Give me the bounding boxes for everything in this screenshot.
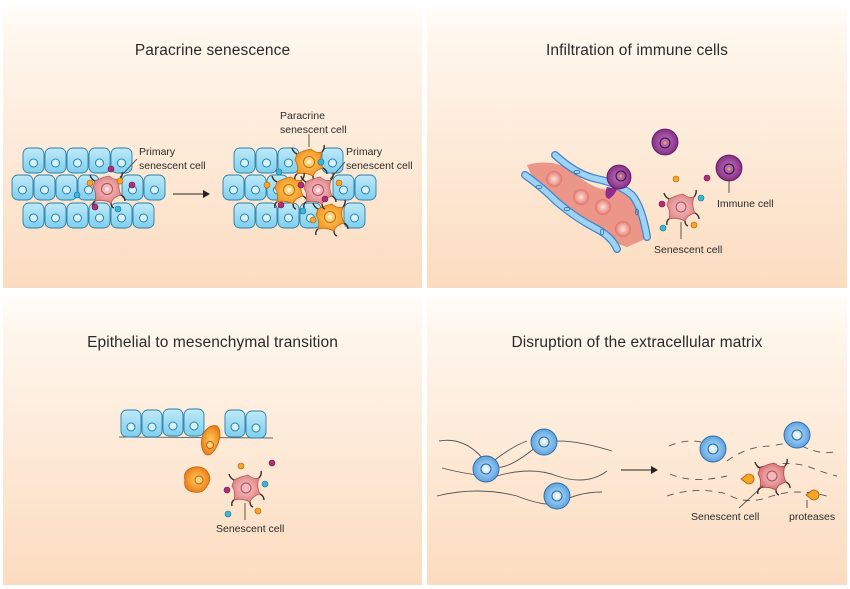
panel-title: Paracrine senescence xyxy=(134,42,291,59)
mesenchymal-cell xyxy=(184,466,211,493)
label-primary-line2: senescent cell xyxy=(346,160,413,172)
fibroblast-cell xyxy=(530,428,558,456)
label-paracrine-line2: senescent cell xyxy=(280,124,347,136)
panel-title: Epithelial to mesenchymal transition xyxy=(87,334,338,351)
paracrine-illustration: Primary senescent cell Para xyxy=(11,110,413,237)
migrating-mesenchymal-cell xyxy=(201,425,221,456)
panel-paracrine-senescence: Paracrine senescence xyxy=(3,7,422,288)
sasp-factors xyxy=(223,459,276,518)
label-primary-line2: senescent cell xyxy=(139,160,206,172)
red-blood-cell xyxy=(595,199,611,215)
epithelial-layer xyxy=(120,408,267,439)
senescent-cell xyxy=(663,189,700,227)
label-primary-line1: Primary xyxy=(346,146,383,158)
sasp-factors xyxy=(658,174,711,232)
ecm-illustration: Senescent cell proteases xyxy=(436,421,838,523)
extravasating-immune-cell xyxy=(605,164,632,199)
leader-line xyxy=(329,161,346,180)
basement-membrane xyxy=(118,436,274,439)
protease-icon xyxy=(805,489,820,501)
leader-line xyxy=(738,485,764,509)
senescent-cell xyxy=(228,470,265,508)
label-senescent-cell: Senescent cell xyxy=(691,511,759,523)
leader-line xyxy=(119,158,138,178)
senescent-cell xyxy=(754,458,791,496)
label-immune-cell: Immune cell xyxy=(717,198,774,210)
fibroblast-cell xyxy=(543,482,571,510)
emt-illustration: Senescent cell xyxy=(118,408,284,535)
label-paracrine-line1: Paracrine xyxy=(280,110,325,122)
protease-icon xyxy=(740,473,755,485)
immune-cell xyxy=(715,154,743,182)
red-blood-cell xyxy=(546,171,562,187)
panel-ecm-disruption: Disruption of the extracellular matrix xyxy=(427,296,847,585)
panel-title: Infiltration of immune cells xyxy=(546,42,728,59)
label-senescent-cell: Senescent cell xyxy=(216,523,284,535)
arrow-right-icon xyxy=(173,190,210,198)
panel-title: Disruption of the extracellular matrix xyxy=(511,334,763,351)
sasp-factors xyxy=(263,158,343,224)
blood-vessel xyxy=(521,151,651,253)
label-proteases: proteases xyxy=(789,511,835,523)
panel-emt: Epithelial to mesenchymal transition xyxy=(3,296,422,585)
fibroblast-cell xyxy=(472,455,500,483)
immune-cell xyxy=(651,128,679,156)
ecm-fibers-intact xyxy=(436,439,613,505)
fibroblast-cell xyxy=(699,435,727,463)
red-blood-cell xyxy=(573,189,589,205)
arrow-right-icon xyxy=(621,466,658,474)
sasp-factors xyxy=(73,165,136,213)
fibroblast-cell xyxy=(783,421,811,449)
panel-immune-infiltration: Infiltration of immune cells xyxy=(427,7,847,288)
immune-illustration: Immune cell Senescent cell xyxy=(521,128,774,256)
red-blood-cell xyxy=(615,221,631,237)
label-senescent-cell: Senescent cell xyxy=(654,244,722,256)
label-primary-line1: Primary xyxy=(139,146,176,158)
